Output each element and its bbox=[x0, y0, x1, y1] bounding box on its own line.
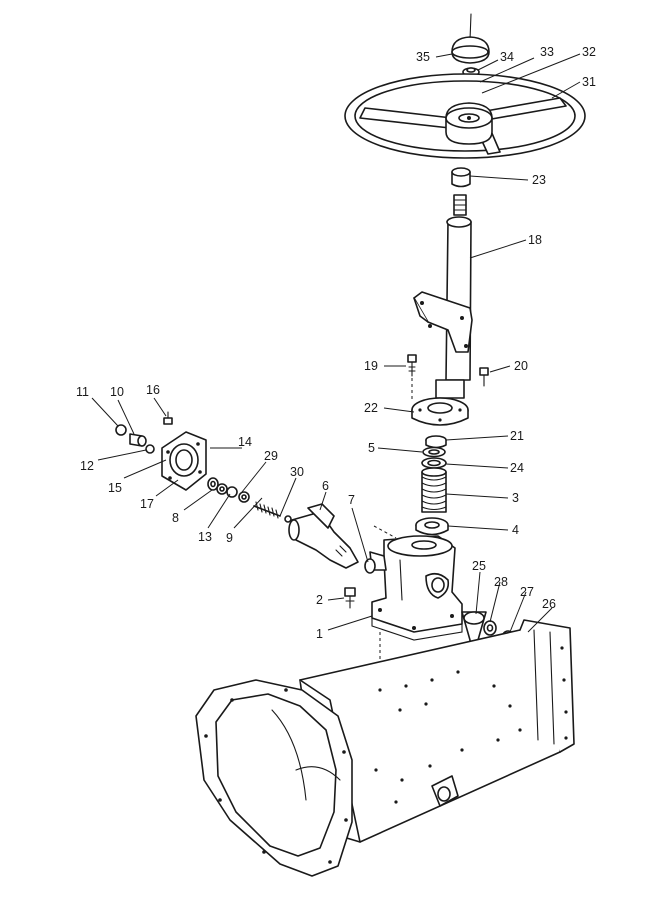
side-cover bbox=[161, 431, 207, 491]
sector-shaft bbox=[288, 503, 359, 569]
washer-13 bbox=[216, 483, 228, 495]
callout-10: 10 bbox=[110, 385, 124, 399]
callout-31: 31 bbox=[582, 75, 596, 89]
bearing-cup-24 bbox=[421, 457, 447, 469]
callout-33: 33 bbox=[540, 45, 554, 59]
transmission-housing bbox=[195, 619, 575, 877]
callout-13: 13 bbox=[198, 530, 212, 544]
bush-23 bbox=[451, 167, 471, 188]
adjusting-screw-30 bbox=[253, 501, 292, 523]
callout-29: 29 bbox=[264, 449, 278, 463]
bearing-4 bbox=[415, 517, 449, 536]
callout-6: 6 bbox=[322, 479, 329, 493]
callout-1: 1 bbox=[316, 627, 323, 641]
callout-labels: 35 34 33 32 31 23 18 19 20 22 21 5 24 3 … bbox=[76, 45, 596, 641]
callout-20: 20 bbox=[514, 359, 528, 373]
callout-5: 5 bbox=[368, 441, 375, 455]
callout-21: 21 bbox=[510, 429, 524, 443]
callout-34: 34 bbox=[500, 50, 514, 64]
callout-4: 4 bbox=[512, 523, 519, 537]
callout-14: 14 bbox=[238, 435, 252, 449]
worm-shaft-3 bbox=[421, 467, 447, 513]
steering-wheel bbox=[344, 73, 586, 159]
callout-3: 3 bbox=[512, 491, 519, 505]
callout-2: 2 bbox=[316, 593, 323, 607]
callout-16: 16 bbox=[146, 383, 160, 397]
callout-12: 12 bbox=[80, 459, 94, 473]
callout-17: 17 bbox=[140, 497, 154, 511]
bearing-ring-5 bbox=[422, 446, 446, 458]
callout-32: 32 bbox=[582, 45, 596, 59]
leader-lines bbox=[91, 53, 581, 633]
callout-18: 18 bbox=[528, 233, 542, 247]
bush-10 bbox=[129, 433, 147, 447]
steering-column bbox=[413, 194, 473, 399]
washer-12 bbox=[145, 444, 155, 454]
callout-15: 15 bbox=[108, 481, 122, 495]
callout-25: 25 bbox=[472, 559, 486, 573]
callout-26: 26 bbox=[542, 597, 556, 611]
nipple-16 bbox=[163, 411, 173, 425]
nut-11 bbox=[115, 424, 127, 436]
callout-30: 30 bbox=[290, 465, 304, 479]
bolt-19 bbox=[407, 354, 417, 377]
horn-cap bbox=[451, 13, 490, 64]
washer-8 bbox=[207, 477, 219, 491]
bolt-20 bbox=[479, 367, 489, 387]
bolt-2 bbox=[344, 587, 356, 609]
column-flange bbox=[411, 397, 469, 426]
callout-23: 23 bbox=[532, 173, 546, 187]
callout-24: 24 bbox=[510, 461, 524, 475]
callout-28: 28 bbox=[494, 575, 508, 589]
washer-28 bbox=[483, 620, 497, 636]
callout-19: 19 bbox=[364, 359, 378, 373]
callout-11: 11 bbox=[76, 385, 89, 399]
ring-7 bbox=[364, 558, 376, 574]
callout-9: 9 bbox=[226, 531, 233, 545]
callout-35: 35 bbox=[416, 50, 430, 64]
washer-29 bbox=[238, 491, 250, 503]
callout-7: 7 bbox=[348, 493, 355, 507]
bearing-21 bbox=[425, 435, 447, 449]
callout-8: 8 bbox=[172, 511, 179, 525]
callout-22: 22 bbox=[364, 401, 378, 415]
steering-box-housing bbox=[369, 535, 463, 641]
callout-27: 27 bbox=[520, 585, 534, 599]
